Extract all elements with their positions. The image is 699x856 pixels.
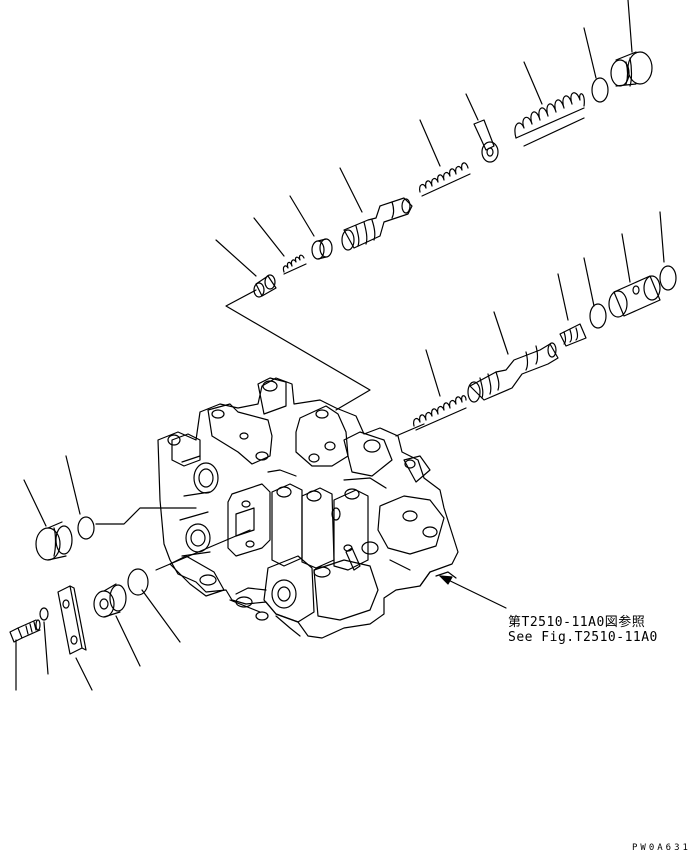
spool-mid (468, 343, 558, 402)
o-ring-mid (590, 304, 606, 328)
spring-sleeve-mid (560, 324, 586, 346)
middle-spool-assembly (414, 266, 676, 430)
collar-top (312, 239, 332, 259)
spring-mid (414, 396, 466, 430)
reference-arrow (440, 576, 506, 608)
piston-top (254, 275, 276, 297)
reference-label-english: See Fig.T2510-11A0 (508, 630, 658, 645)
washer (40, 608, 48, 620)
drawing-code: PW0A631 (632, 843, 691, 853)
plate (58, 586, 86, 654)
plug-top (611, 52, 652, 86)
cap-lower (94, 584, 126, 617)
spring-large-top (515, 93, 584, 146)
o-ring-lower (128, 569, 148, 595)
valve-body (158, 378, 458, 638)
callout-leader-lines (16, 0, 664, 690)
left-parts (10, 517, 148, 654)
o-ring-left (78, 517, 94, 539)
spool-top (342, 198, 412, 250)
pin-eyelet (474, 120, 498, 162)
spring-small-top (420, 163, 470, 196)
plug-left (36, 522, 72, 560)
top-spool-assembly (254, 52, 652, 297)
o-ring-top (592, 78, 608, 102)
spring-tiny-top (283, 255, 306, 274)
o-ring-mid-right (660, 266, 676, 290)
reference-label-japanese: 第T2510-11A0図参照 (508, 615, 646, 630)
sleeve-mid (609, 276, 660, 317)
bolt (10, 620, 40, 642)
